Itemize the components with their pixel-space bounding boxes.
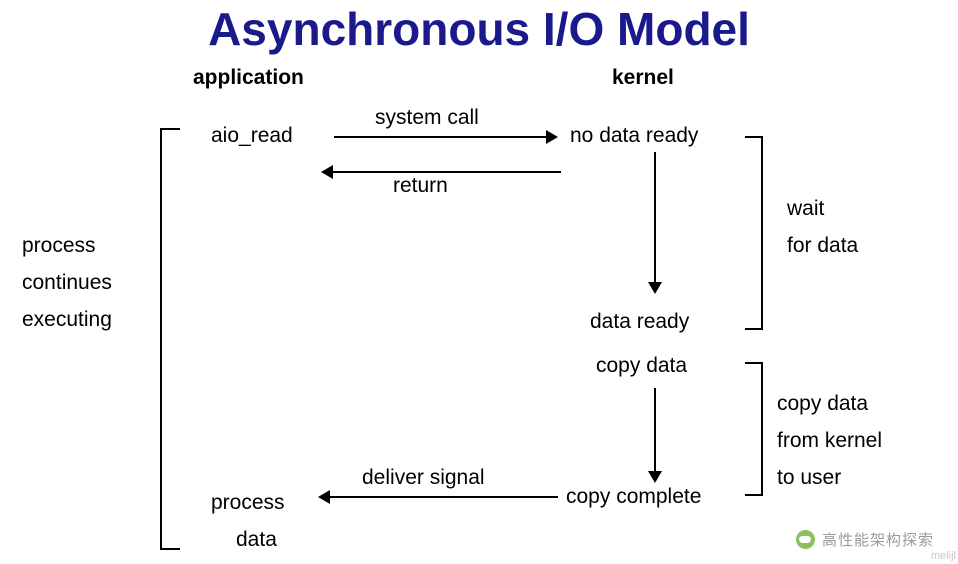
edge-copy-line bbox=[654, 388, 656, 473]
watermark: 高性能架构探索 bbox=[795, 529, 934, 550]
column-header-application: application bbox=[193, 66, 304, 89]
edge-label-return: return bbox=[393, 174, 448, 197]
edge-deliver-signal-arrowhead bbox=[318, 490, 330, 504]
column-header-kernel: kernel bbox=[612, 66, 674, 89]
annotation-wait-line2: for data bbox=[787, 234, 859, 257]
wait-brace bbox=[745, 136, 763, 330]
node-aio-read: aio_read bbox=[211, 124, 293, 147]
annotation-process-line2: continues bbox=[22, 271, 112, 294]
edge-return-line bbox=[333, 171, 561, 173]
annotation-copy-data: copy data from kernel to user bbox=[777, 385, 937, 496]
annotation-process-line1: process bbox=[22, 234, 96, 257]
annotation-copy-line2: from kernel bbox=[777, 429, 883, 452]
edge-system-call-line bbox=[334, 136, 546, 138]
annotation-wait-line1: wait bbox=[787, 197, 825, 220]
node-process: process bbox=[211, 491, 285, 514]
node-copy-complete: copy complete bbox=[566, 485, 702, 508]
copy-brace bbox=[745, 362, 763, 496]
node-data-ready: data ready bbox=[590, 310, 690, 333]
node-data: data bbox=[236, 528, 277, 551]
edge-wait-line bbox=[654, 152, 656, 284]
edge-system-call-arrowhead bbox=[546, 130, 558, 144]
wechat-logo-icon bbox=[795, 530, 815, 549]
annotation-wait-for-data: wait for data bbox=[787, 190, 917, 264]
node-copy-data: copy data bbox=[596, 354, 688, 377]
edge-label-deliver-signal: deliver signal bbox=[362, 466, 485, 489]
watermark-text: 高性能架构探索 bbox=[821, 532, 934, 549]
watermark-sub-text: melijl bbox=[930, 550, 956, 562]
edge-copy-arrowhead bbox=[648, 471, 662, 483]
node-no-data-ready: no data ready bbox=[570, 124, 699, 147]
annotation-copy-line1: copy data bbox=[777, 392, 869, 415]
annotation-process-line3: executing bbox=[22, 308, 112, 331]
edge-wait-arrowhead bbox=[648, 282, 662, 294]
edge-deliver-signal-line bbox=[330, 496, 558, 498]
annotation-process-continues-executing: process continues executing bbox=[22, 227, 172, 338]
process-bracket bbox=[160, 128, 180, 550]
page-title: Asynchronous I/O Model bbox=[208, 3, 750, 55]
annotation-copy-line3: to user bbox=[777, 466, 842, 489]
edge-return-arrowhead bbox=[321, 165, 333, 179]
edge-label-system-call: system call bbox=[375, 106, 479, 129]
